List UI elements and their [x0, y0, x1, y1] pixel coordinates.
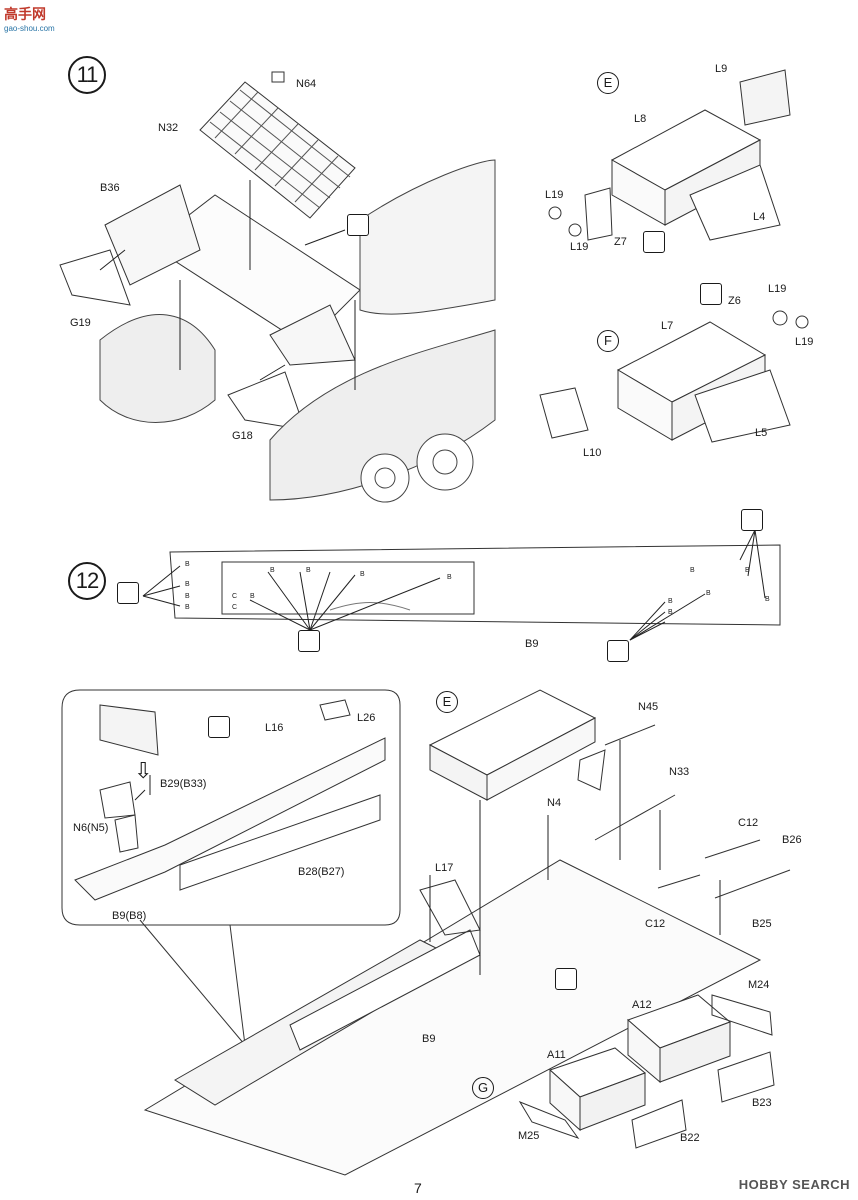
inset-callout-line	[229, 924, 246, 1046]
engine-deck-grille	[199, 81, 356, 219]
part-label-b23: B23	[752, 1097, 772, 1109]
cement-icon	[555, 968, 577, 990]
glue-point-icon	[741, 509, 763, 531]
part-label-l19: L19	[795, 336, 814, 348]
part-label-a12: A12	[632, 999, 652, 1011]
inset-callout-line-2	[139, 919, 246, 1046]
part-label-l19: L19	[768, 283, 787, 295]
page-number: 7	[414, 1180, 422, 1196]
part-label-l4: L4	[753, 211, 766, 223]
part-label-b9: B9	[422, 1033, 436, 1045]
brand-watermark: HOBBY SEARCH	[738, 1177, 850, 1192]
sub-step-f: F	[597, 330, 619, 352]
hole-mark: B	[185, 604, 190, 611]
cement-icon	[700, 283, 722, 305]
bottom-arrows	[429, 740, 721, 975]
step-number-11: 11	[68, 56, 106, 94]
hole-mark: B	[690, 567, 695, 574]
hole-mark: B	[765, 596, 770, 603]
hole-mark: B	[185, 581, 190, 588]
part-label-b28: B28(B27)	[298, 866, 345, 878]
step12-leader-lines	[142, 529, 766, 641]
hole-mark: B	[270, 567, 275, 574]
part-n64-shape	[271, 71, 285, 83]
part-label-n45: N45	[638, 701, 659, 713]
sub-step-e-top: E	[597, 72, 619, 94]
part-label-c12: C12	[645, 918, 666, 930]
inset-rail-assembly	[74, 699, 386, 901]
part-label-b9: B9	[525, 638, 539, 650]
part-label-b36: B36	[100, 182, 120, 194]
parts-n45-n33-c12-b26-b25	[577, 724, 791, 899]
watermark-logo: 高手网 gao-shou.com	[4, 4, 55, 33]
glue-point-icon	[117, 582, 139, 604]
stowage-box-f	[539, 310, 809, 443]
part-label-l8: L8	[634, 113, 647, 125]
part-label-g18: G18	[232, 430, 253, 442]
part-label-n32: N32	[158, 122, 179, 134]
part-label-n33: N33	[669, 766, 690, 778]
part-label-l26: L26	[357, 712, 376, 724]
hole-mark: B	[185, 593, 190, 600]
stowage-box-g	[518, 994, 775, 1149]
hole-mark: B	[250, 593, 255, 600]
step-number-12: 12	[68, 562, 106, 600]
hole-mark: B	[668, 598, 673, 605]
cement-icon	[643, 231, 665, 253]
part-label-l16: L16	[265, 722, 284, 734]
part-label-b25: B25	[752, 918, 772, 930]
part-label-l17: L17	[435, 862, 454, 874]
step11-arrows	[99, 180, 356, 390]
down-arrow-icon: ⇩	[134, 758, 153, 783]
part-label-m24: M24	[748, 979, 770, 991]
hole-mark: B	[668, 609, 673, 616]
hole-mark: B	[360, 571, 365, 578]
main-hull-assembly	[143, 689, 762, 1176]
part-label-m25: M25	[518, 1130, 540, 1142]
part-label-b26: B26	[782, 834, 802, 846]
part-label-l19: L19	[570, 241, 589, 253]
part-label-l9: L9	[715, 63, 728, 75]
part-label-n4: N4	[547, 797, 562, 809]
hole-mark: C	[232, 593, 238, 600]
part-label-z7: Z7	[614, 236, 627, 248]
part-label-n6: N6(N5)	[73, 822, 109, 834]
glue-point-icon	[607, 640, 629, 662]
part-label-l5: L5	[755, 427, 768, 439]
part-label-g19: G19	[70, 317, 91, 329]
hole-mark: B	[447, 574, 452, 581]
sub-step-e-bottom: E	[436, 691, 458, 713]
part-label-l10: L10	[583, 447, 602, 459]
part-g19-shape	[59, 249, 131, 306]
hole-mark: B	[306, 567, 311, 574]
stowage-box-e	[548, 69, 791, 241]
cement-icon	[208, 716, 230, 738]
part-label-n64: N64	[296, 78, 317, 90]
cement-icon	[347, 214, 369, 236]
part-b36-shape	[104, 184, 201, 286]
part-label-l19: L19	[545, 189, 564, 201]
part-label-c12: C12	[738, 817, 759, 829]
hole-mark: B	[745, 567, 750, 574]
hole-mark: B	[706, 590, 711, 597]
watermark-url: gao-shou.com	[4, 24, 55, 33]
part-label-b22: B22	[680, 1132, 700, 1144]
glue-point-icon	[298, 630, 320, 652]
part-label-z6: Z6	[728, 295, 741, 307]
detail-inset-frame	[61, 689, 401, 926]
b9-side-plate	[169, 544, 781, 626]
track-assembly	[99, 159, 496, 503]
hole-mark: B	[185, 561, 190, 568]
part-label-b29: B29(B33)	[160, 778, 207, 790]
part-label-a11: A11	[547, 1049, 566, 1061]
part-label-l7: L7	[661, 320, 674, 332]
part-label-b9b8: B9(B8)	[112, 910, 147, 922]
sub-step-g: G	[472, 1077, 494, 1099]
watermark-text: 高手网	[4, 6, 46, 22]
hole-mark: C	[232, 604, 238, 611]
